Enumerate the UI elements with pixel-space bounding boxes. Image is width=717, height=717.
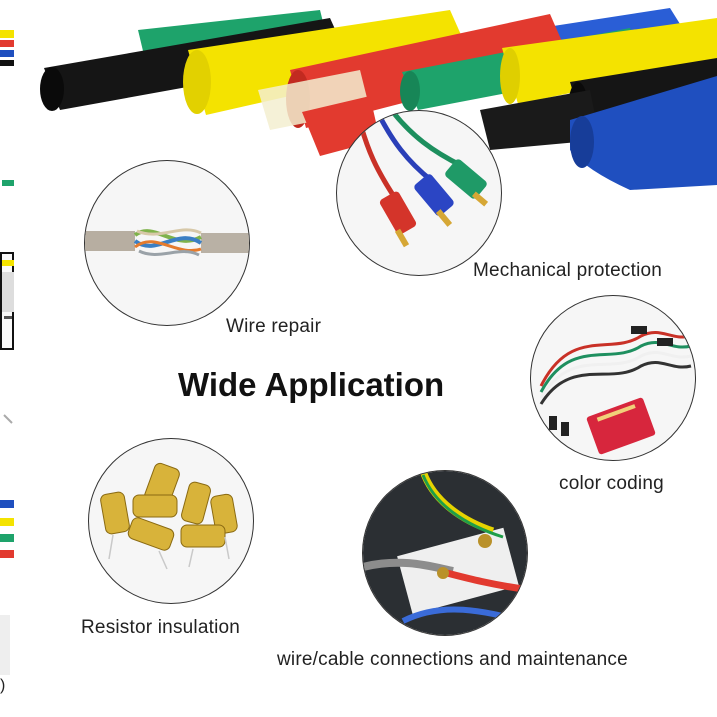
blue-tube-front [570,76,717,190]
thumbnail-strip: ) [0,0,14,717]
connections-circle [362,470,528,636]
mechanical-protection-circle [336,110,502,276]
jumper-wires-image [539,326,692,455]
thumbnail-6-text: ) [0,677,6,694]
resistor-insulation-caption: Resistor insulation [81,617,241,638]
blue-tube-front-end [570,116,594,168]
yellow-tube-right-end [500,48,520,104]
resistor-insulation-circle [88,438,254,604]
wire-repair-circle [84,160,250,326]
thumbnail-4-image [3,414,13,424]
color-coding-caption: color coding [559,473,664,494]
headline: Wide Application [178,366,445,403]
terminal-wiring-image [363,471,527,635]
capacitors-image [100,462,238,570]
connections-caption: wire/cable connections and maintenance [277,649,628,670]
wire-repair-caption: Wire repair [226,316,322,337]
black-tube-left-end [40,67,64,111]
mechanical-protection-caption: Mechanical protection [473,260,663,281]
color-coding-circle [530,295,696,461]
thumbnail-6[interactable]: ) [0,615,14,705]
green-tube-front-end [400,71,420,111]
thumbnail-2-image [2,180,14,186]
thumbnail-1[interactable] [0,10,14,105]
yellow-tube-right [502,18,717,104]
thumbnail-3-image [2,260,14,319]
thumbnail-3[interactable] [0,252,14,350]
thumbnail-4[interactable] [0,385,14,455]
thumbnail-6-image [0,615,10,675]
thumbnail-5[interactable] [0,490,14,590]
thumbnail-2[interactable] [0,150,14,220]
thumbnail-1-image [0,30,14,66]
frayed-wire-image [85,228,249,257]
yellow-tube-left-end [183,50,211,114]
rca-cables-image [354,111,489,248]
thumbnail-5-image [0,500,14,558]
heat-shrink-tubes-illustration [40,8,717,190]
